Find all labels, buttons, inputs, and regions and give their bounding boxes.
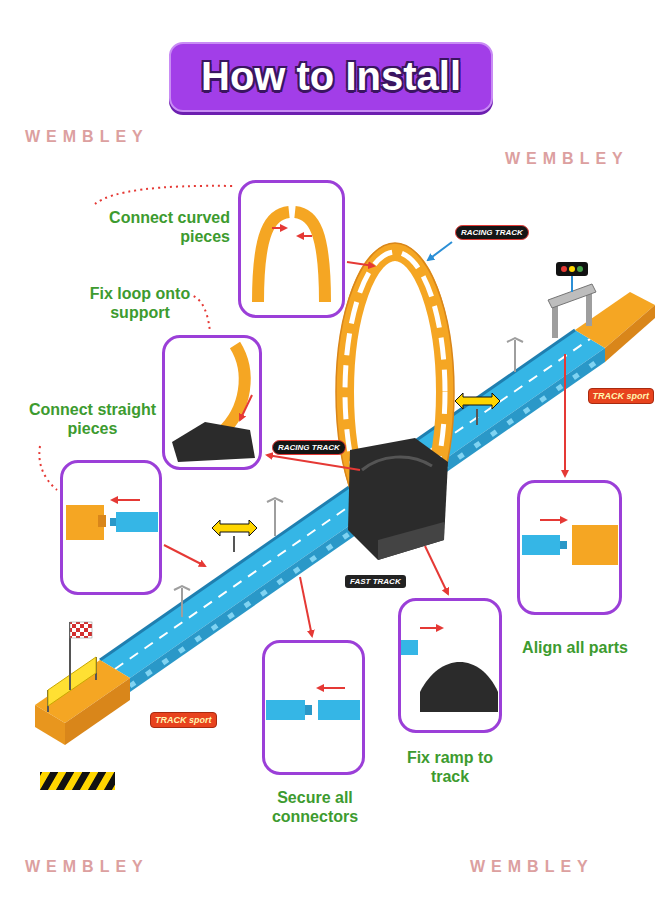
- callout-box: Fix ramp to track: [398, 598, 502, 733]
- title-banner: How to Install: [169, 42, 493, 112]
- callout-box: Align all parts: [517, 480, 622, 615]
- callout-box: Fix loop onto support: [162, 335, 262, 470]
- title-text: How to Install: [201, 54, 461, 98]
- step-caption: Fix ramp to track: [395, 748, 505, 786]
- logo-badge: TRACK sport: [588, 388, 655, 404]
- watermark: WEMBLEY: [25, 128, 149, 146]
- step-caption: Connect curved pieces: [65, 208, 230, 246]
- watermark: WEMBLEY: [505, 150, 629, 168]
- logo-badge: FAST TRACK: [345, 575, 406, 588]
- watermark: WEMBLEY: [25, 858, 149, 876]
- step-caption: Connect straight pieces: [25, 400, 160, 438]
- step-caption: Fix loop onto support: [85, 284, 195, 322]
- watermark: WEMBLEY: [470, 858, 594, 876]
- logo-badge: TRACK sport: [150, 712, 217, 728]
- callout-box: Connect straight pieces: [60, 460, 162, 595]
- logo-badge: RACING TRACK: [455, 225, 529, 240]
- callout-box: Connect curved pieces: [238, 180, 345, 318]
- callout-box: Secure all connectors: [262, 640, 365, 775]
- step-caption: Secure all connectors: [255, 788, 375, 826]
- logo-badge: RACING TRACK: [272, 440, 346, 455]
- step-caption: Align all parts: [505, 638, 645, 657]
